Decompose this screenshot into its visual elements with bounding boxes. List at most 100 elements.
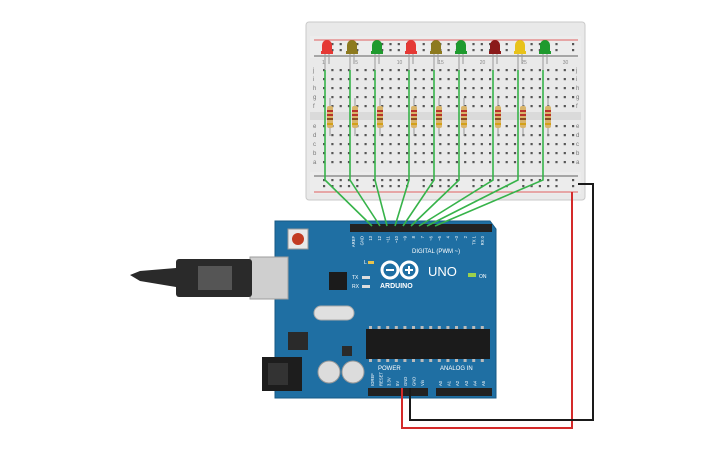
pin-label: TX 1: [471, 235, 476, 245]
wire-5v: [401, 192, 573, 429]
pin-label: ~10: [394, 235, 399, 243]
capacitor-1: [317, 360, 341, 384]
column-number: 20: [480, 60, 486, 66]
pin-label: ~11: [385, 235, 390, 242]
led: [347, 40, 357, 52]
row-letter: j: [312, 68, 314, 74]
usb-cable: [130, 268, 176, 287]
model-label: UNO: [428, 264, 457, 279]
crystal: [313, 305, 355, 321]
row-letter: f: [313, 104, 315, 110]
pin-label: ~6: [428, 235, 433, 240]
row-letter: e: [576, 124, 580, 130]
pin-label: IOREF: [370, 373, 375, 386]
usb-chip: [329, 272, 347, 290]
row-letter: b: [313, 151, 317, 157]
pin-label: 4: [446, 235, 451, 238]
row-letter: b: [576, 151, 580, 157]
pin-label: 5V: [395, 381, 400, 386]
row-letter: c: [576, 142, 579, 148]
pin-label: 2: [463, 235, 468, 238]
brand-label: ARDUINO: [380, 283, 413, 290]
pin-label: 7: [420, 235, 425, 238]
pin-label: AREF: [351, 236, 356, 248]
row-letter: a: [313, 160, 317, 166]
row-letter: j: [575, 68, 577, 74]
voltage-regulator: [288, 332, 308, 350]
led: [431, 40, 441, 52]
led: [515, 40, 525, 52]
digital-header: [350, 224, 492, 232]
power-header: [368, 388, 428, 396]
row-letter: d: [576, 133, 579, 139]
pin-label: A4: [472, 380, 477, 386]
pin-label: GND: [403, 377, 408, 386]
arduino-uno-board: ARDUINO UNO DIGITAL (PWM ~) ANALOG IN PO…: [130, 220, 497, 399]
led-row: [321, 40, 551, 70]
usb-port: [249, 256, 289, 300]
digital-header-label: DIGITAL (PWM ~): [412, 249, 460, 255]
pin-label: 13: [368, 235, 373, 240]
column-number: 15: [438, 60, 444, 66]
pin-label: ~9: [403, 235, 408, 240]
row-letter: e: [313, 124, 317, 130]
resistor-row: [327, 98, 551, 136]
pin-label: 8: [411, 235, 416, 238]
signal-wire: [374, 70, 388, 227]
led: [322, 40, 332, 52]
row-letter: d: [313, 133, 316, 139]
pin-label: GND: [412, 377, 417, 386]
analog-header-label: ANALOG IN: [440, 366, 473, 372]
led: [406, 40, 416, 52]
pin-label: ~3: [454, 235, 459, 240]
l-led-label: L: [364, 260, 367, 266]
row-letter: g: [313, 95, 316, 101]
pin-label: A2: [455, 380, 460, 386]
pin-label: A3: [464, 380, 469, 386]
column-number: 10: [397, 60, 403, 66]
signal-wire: [324, 70, 373, 227]
led: [372, 40, 382, 52]
signal-wire: [349, 70, 381, 227]
on-led-label: ON: [479, 274, 487, 280]
row-letter: i: [576, 77, 577, 83]
pin-label: RESET: [378, 372, 383, 386]
row-letter: h: [576, 86, 579, 92]
wires: [324, 70, 594, 429]
signal-wire: [394, 70, 410, 227]
led: [540, 40, 550, 52]
signal-wire: [402, 70, 435, 227]
pin-label: GND: [360, 236, 365, 245]
pin-label: A5: [481, 380, 486, 386]
row-letter: i: [313, 77, 314, 83]
column-number: 5: [355, 60, 358, 66]
pin-label: Vin: [420, 379, 425, 386]
capacitor-2: [341, 360, 365, 384]
pin-label: A0: [438, 380, 443, 386]
tx-label: TX: [352, 275, 359, 281]
row-letter: f: [576, 104, 578, 110]
arduino-logo-icon: [380, 260, 419, 280]
signal-wire: [434, 70, 544, 227]
row-letter: h: [313, 86, 316, 92]
rx-label: RX: [352, 284, 360, 290]
led: [456, 40, 466, 52]
signal-wire: [426, 70, 519, 227]
pin-label: RX 0: [480, 235, 485, 245]
power-header-label: POWER: [378, 366, 401, 372]
row-letter: c: [313, 142, 316, 148]
signal-wire: [410, 70, 460, 227]
pin-label: ~5: [437, 235, 442, 240]
atmega-chip: [366, 329, 490, 359]
wire-gnd: [409, 183, 594, 421]
row-letter: g: [576, 95, 579, 101]
analog-header: [436, 388, 492, 396]
signal-wire: [418, 70, 494, 227]
led: [490, 40, 500, 52]
pin-label: 3.3V: [387, 377, 392, 386]
pin-label: A1: [447, 380, 452, 386]
column-number: 1: [322, 60, 325, 66]
row-letter: a: [576, 160, 580, 166]
column-number: 30: [563, 60, 569, 66]
